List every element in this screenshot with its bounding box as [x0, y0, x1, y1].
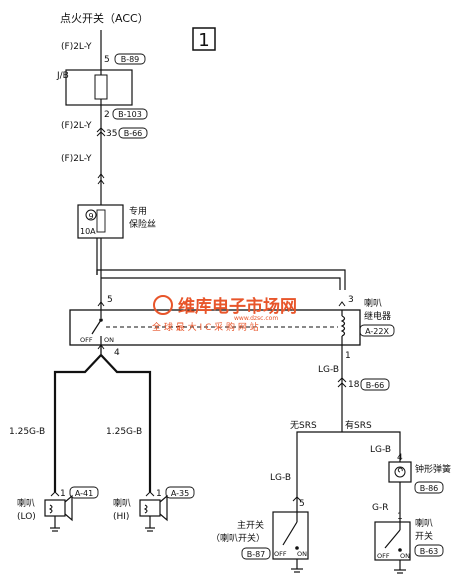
junction-block	[65, 69, 133, 106]
connector-a35-badge	[165, 486, 195, 499]
horn-switch-on: ON	[400, 552, 410, 560]
wire-label-lgb1: LG-B	[318, 365, 339, 375]
junction-block-fuse-element	[94, 74, 108, 100]
watermark-title: 维库电子市场网	[178, 296, 297, 317]
horn-switch-blade	[384, 529, 401, 549]
horn-lo-icon	[64, 494, 73, 522]
watermark-subtitle: 全 球 最 大 I C 采 购 网 站	[152, 321, 259, 333]
srs-branch-wire	[296, 431, 401, 497]
horn-switch-off: OFF	[377, 552, 390, 560]
pin-1-horn-lo: 1	[60, 489, 66, 499]
horn-hi-type: (HI)	[113, 512, 129, 522]
ignition-switch-label: 点火开关（ACC）	[60, 11, 149, 25]
main-switch-box	[272, 511, 309, 560]
main-switch-name-1: 主开关	[237, 519, 264, 531]
main-switch-name-2: （喇叭开关）	[211, 532, 265, 544]
no-srs-label: 无SRS	[290, 420, 317, 431]
wire-label-lgb2: LG-B	[270, 473, 291, 483]
fuse-number-circle	[85, 209, 97, 221]
connector-a41: A-41	[75, 489, 93, 498]
pin-5-top: 5	[104, 55, 110, 65]
connector-b103-badge	[112, 108, 148, 120]
connector-b66a: B-66	[124, 129, 143, 138]
watermark: 维库电子市场网 www.dzsc.com 全 球 最 大 I C 采 购 网 站	[152, 295, 297, 333]
pin-1-horn-switch: 1	[397, 512, 403, 522]
horn-lo-name: 喇叭	[17, 497, 35, 509]
clock-spring-name: 钟形弹簧	[415, 463, 451, 475]
horn-switch-name-2: 开关	[415, 530, 433, 542]
relay-on-label: ON	[104, 336, 114, 344]
horn-lo-type: (LO)	[17, 512, 36, 522]
with-srs-label: 有SRS	[345, 419, 372, 431]
main-switch-blade	[282, 521, 298, 546]
pin-18: 18	[348, 380, 360, 390]
fuse-name-line2: 保险丝	[129, 218, 156, 230]
splice-symbol	[97, 173, 105, 185]
relay-coil	[340, 315, 346, 337]
pin-1-relay: 1	[345, 351, 351, 361]
fuse-element	[96, 209, 106, 233]
fuse-name-line1: 专用	[129, 205, 147, 217]
watermark-url: www.dzsc.com	[234, 315, 278, 322]
connector-a35: A-35	[171, 489, 189, 498]
wire-label-horn-hi: 1.25G-B	[106, 427, 142, 437]
connector-b63: B-63	[420, 547, 439, 556]
connector-b66b: B-66	[366, 381, 385, 390]
connector-b89-badge	[114, 53, 146, 65]
connector-b103: B-103	[118, 110, 142, 119]
main-switch-on: ON	[297, 550, 307, 558]
pin-3: 3	[348, 295, 354, 305]
wire-label-horn-lo: 1.25G-B	[9, 427, 45, 437]
horn-hi-icon	[159, 494, 168, 522]
horn-switch-name-1: 喇叭	[415, 517, 433, 529]
junction-block-label: J/B	[56, 71, 69, 81]
fuse-number: 9	[88, 212, 93, 221]
pin-4: 4	[114, 348, 120, 358]
main-switch-off: OFF	[274, 550, 287, 558]
connector-b66a-badge	[118, 127, 148, 139]
horn-hi-wire	[100, 354, 152, 492]
pin-35: 35	[106, 129, 117, 139]
wire-label-1: (F)2L-Y	[61, 42, 92, 52]
wire-label-lgb3: LG-B	[370, 445, 391, 455]
connector-a22x: A-22X	[365, 327, 389, 336]
relay-coil-feed-wire	[96, 269, 346, 290]
pin-2: 2	[104, 110, 110, 120]
relay-off-label: OFF	[80, 336, 93, 344]
fuse-rating: 10A	[80, 227, 96, 236]
wire-label-2: (F)2L-Y	[61, 121, 92, 131]
connector-b87: B-87	[247, 550, 266, 559]
horn-switch-box	[374, 521, 411, 561]
clock-spring-icon	[394, 466, 406, 478]
connector-symbol-35	[96, 127, 106, 137]
page-number: 1	[198, 30, 209, 51]
pin-5-main: 5	[299, 499, 305, 509]
connector-b86-badge	[414, 481, 444, 494]
connector-a22x-badge	[359, 324, 395, 337]
horn-hi-name: 喇叭	[113, 497, 131, 509]
relay-name-line2: 继电器	[364, 310, 391, 322]
relay-name-line1: 喇叭	[364, 297, 382, 309]
connector-b63-badge	[414, 544, 444, 557]
connector-b87-badge	[241, 547, 271, 560]
pin-5-relay: 5	[107, 295, 113, 305]
connector-a41-badge	[69, 486, 99, 499]
wire-label-3: (F)2L-Y	[61, 154, 92, 164]
horn-hi-body	[139, 499, 161, 517]
horn-lo-wire	[53, 354, 102, 492]
wire-label-gr: G-R	[372, 503, 388, 513]
relay-switch-blade	[91, 319, 102, 335]
horn-lo-body	[44, 499, 66, 517]
connector-b86: B-86	[420, 484, 439, 493]
connector-b89: B-89	[121, 55, 140, 64]
page-number-box	[192, 27, 216, 51]
pin-1-horn-hi: 1	[156, 489, 162, 499]
connector-b66b-badge	[360, 378, 390, 391]
